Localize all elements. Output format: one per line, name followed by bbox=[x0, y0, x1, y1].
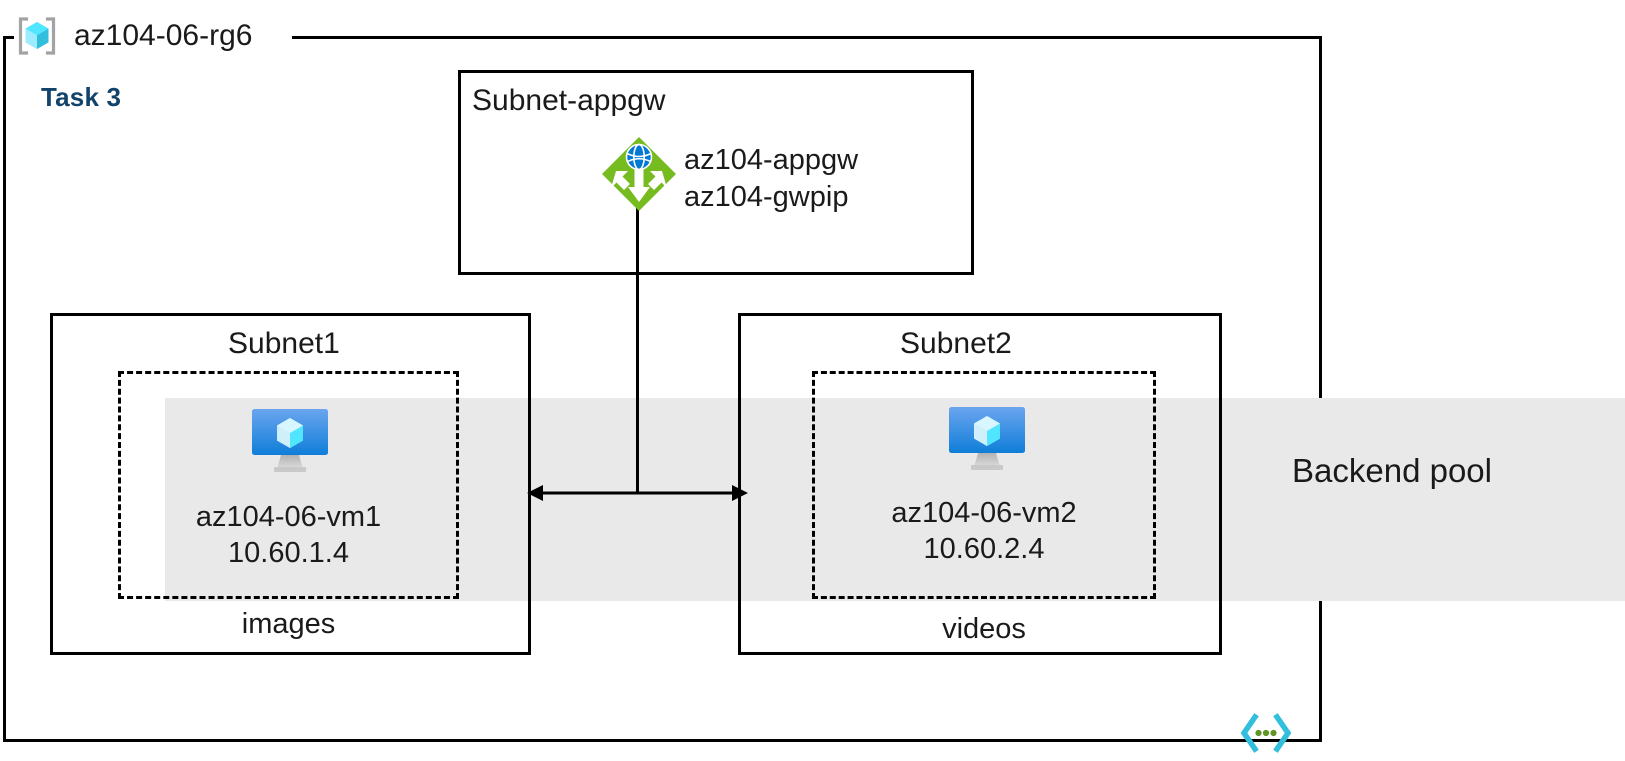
resource-group-title-mask bbox=[14, 26, 292, 48]
subnet2-vm-group-box bbox=[812, 371, 1156, 599]
resource-group-name: az104-06-rg6 bbox=[74, 19, 253, 52]
application-gateway-labels: az104-appgw az104-gwpip bbox=[684, 142, 858, 215]
subnet1-vm-ip: 10.60.1.4 bbox=[228, 536, 349, 569]
resource-group-header: az104-06-rg6 bbox=[14, 6, 252, 66]
subnet2-vm-labels: az104-06-vm2 10.60.2.4 bbox=[812, 496, 1156, 567]
subnet2-label: Subnet2 bbox=[900, 327, 1012, 360]
code-brackets-icon bbox=[1240, 713, 1292, 753]
subnet-appgw-box bbox=[458, 70, 974, 275]
virtual-machine-icon bbox=[251, 405, 329, 477]
subnet1-label: Subnet1 bbox=[228, 327, 340, 360]
subnet2-tier-label: videos bbox=[942, 613, 1026, 645]
subnet1-vm-name: az104-06-vm1 bbox=[195, 501, 382, 533]
subnet2-vm-name: az104-06-vm2 bbox=[891, 497, 1077, 529]
subnet1-vm-group-box bbox=[118, 371, 459, 599]
task-heading: Task 3 bbox=[41, 82, 122, 112]
backend-pool-label: Backend pool bbox=[1292, 452, 1492, 489]
subnet1-box bbox=[50, 313, 531, 655]
backend-double-arrow bbox=[525, 471, 750, 515]
subnet-appgw-label: Subnet-appgw bbox=[472, 84, 666, 117]
resource-group-box bbox=[3, 36, 1322, 742]
subnet1-vm-labels: az104-06-vm1 10.60.1.4 bbox=[118, 500, 459, 571]
appgw-resource-name: az104-appgw bbox=[684, 144, 859, 176]
subnet2-vm-ip: 10.60.2.4 bbox=[923, 532, 1045, 565]
backend-pool-band bbox=[165, 398, 1625, 601]
virtual-machine-icon bbox=[948, 403, 1026, 475]
appgw-public-ip-name: az104-gwpip bbox=[684, 180, 849, 213]
application-gateway-icon bbox=[600, 135, 678, 213]
resource-group-cube-icon bbox=[14, 13, 60, 59]
subnet1-tier-label: images bbox=[241, 608, 336, 640]
appgw-vertical-connector bbox=[636, 208, 639, 493]
subnet2-box bbox=[738, 313, 1222, 655]
